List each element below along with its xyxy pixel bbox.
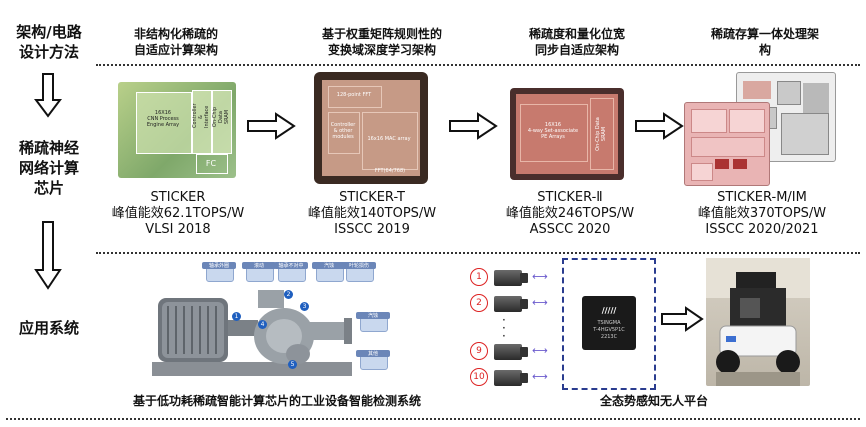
right-arrow-icon [661,306,704,332]
chip-image-sticker-ii: 16X16 4-way Set-associate PE Arrays On-C… [510,88,624,180]
chip-caption-sticker-t: STICKER-T 峰值能效140TOPS/W ISSCC 2019 [298,190,446,238]
sensor-point: 3 [300,302,309,311]
fault-bubble-label: 汽蚀 [312,262,346,269]
camera-icon [494,296,528,312]
chip-efficiency: 峰值能效246TOPS/W [505,206,635,221]
sensor-point: 1 [232,312,241,321]
right-arrow-icon [449,112,498,140]
chip-efficiency: 峰值能效140TOPS/W [307,206,437,221]
processor-box: ∕∕∕∕∕ TSINGMA T-4HGV5P1C 2213C [562,258,656,390]
chip-inner-label: 16X16 4-way Set-associate PE Arrays [527,122,579,140]
chip-image-sticker: 16X16 CNN Process Engine Array Controlle… [118,82,236,178]
chip-caption-sticker-m-im: STICKER-M/IM 峰值能效370TOPS/W ISSCC 2020/20… [684,190,840,238]
fault-bubble-label: 滚动 [242,262,276,269]
camera-number-badge: 9 [470,342,488,360]
chip-inner-label: Controller & other modules [330,122,356,140]
fault-bubble-label: 轴承不对中 [274,262,308,269]
chip-inner-label: 128-point FFT [336,92,372,98]
chip-name: STICKER [150,190,206,205]
fault-bubble-label: 叶轮损伤 [342,262,376,269]
chip-venue: ISSCC 2020/2021 [705,222,819,237]
chip-efficiency: 峰值能效370TOPS/W [697,206,827,221]
down-arrow-icon [34,73,62,118]
sensor-point: 2 [284,290,293,299]
label-sparse-chip: 稀疏神经 网络计算 芯片 [18,139,79,197]
chip-marking: TSINGMA [597,320,621,326]
chip-efficiency: 峰值能效62.1TOPS/W [111,206,245,221]
column-header-2: 基于权重矩阵规则性的 变换域深度学习架构 [321,27,442,57]
fault-bubble-label: 其他 [356,350,390,357]
chip-inner-label: 16x16 MAC array [367,136,411,142]
right-arrow-icon [247,112,296,140]
sensor-point: 4 [258,320,267,329]
chip-inner-label: FFT(64/768) [374,168,406,174]
chip-inner-label: Controller & Interface [192,103,210,128]
camera-number-badge: 1 [470,268,488,286]
divider-line [96,252,860,254]
divider-line [6,418,860,420]
chip-marking: 2213C [600,334,618,340]
robot-image [706,258,810,386]
robot-platform-caption: 全态势感知无人平台 [599,394,708,408]
column-header-1: 非结构化稀疏的 自适应计算架构 [133,27,218,57]
chip-venue: VLSI 2018 [145,222,211,237]
label-application-system: 应用系统 [18,319,79,337]
chip-inner-label: On-Chip Data SRAM [595,117,607,151]
processor-chip: ∕∕∕∕∕ TSINGMA T-4HGV5P1C 2213C [582,296,636,350]
chip-caption-sticker-ii: STICKER-Ⅱ 峰值能效246TOPS/W ASSCC 2020 [496,190,644,238]
chip-caption-sticker: STICKER 峰值能效62.1TOPS/W VLSI 2018 [106,190,250,238]
camera-number-badge: 10 [470,368,488,386]
chip-name: STICKER-M/IM [717,190,807,205]
chip-name: STICKER-T [339,190,405,205]
camera-icon [494,270,528,286]
camera-icon [494,344,528,360]
column-header-4: 稀疏存算一体处理架 构 [710,27,819,57]
chip-inner-label: 16X16 CNN Process Engine Array [146,110,180,128]
chip-venue: ASSCC 2020 [529,222,611,237]
pump-illustration [148,270,388,382]
bidirectional-arrow-icon: ⟷ [532,296,548,309]
chip-logo: ∕∕∕∕∕ [601,306,617,315]
fault-bubble-label: 轴承外圈 [202,262,236,269]
chip-inner-label: On-Chip Data SRAM [212,106,230,128]
bidirectional-arrow-icon: ⟷ [532,344,548,357]
down-arrow-icon [34,221,62,290]
bidirectional-arrow-icon: ⟷ [532,370,548,383]
chip-image-sticker-m [684,102,770,186]
camera-number-badge: 2 [470,294,488,312]
bidirectional-arrow-icon: ⟷ [532,270,548,283]
chip-inner-label: FC [205,159,217,168]
right-arrow-icon [635,112,684,140]
chip-name: STICKER-Ⅱ [537,190,603,205]
ellipsis-dots: ··· [502,313,506,343]
robot-photo [706,258,810,386]
chip-image-sticker-t: 128-point FFT 16x16 MAC array Controller… [314,72,428,184]
sensor-point: 5 [288,360,297,369]
pump-machine-image [152,290,352,376]
column-header-3: 稀疏度和量化位宽 同步自适应架构 [528,27,625,57]
camera-icon [494,370,528,386]
chip-venue: ISSCC 2019 [334,222,410,237]
chip-marking: T-4HGV5P1C [593,327,625,333]
divider-line [96,64,860,66]
industrial-system-caption: 基于低功耗稀疏智能计算芯片的工业设备智能检测系统 [132,394,421,408]
label-architecture-design: 架构/电路 设计方法 [16,23,82,61]
fault-bubble-label: 汽蚀 [356,312,390,319]
